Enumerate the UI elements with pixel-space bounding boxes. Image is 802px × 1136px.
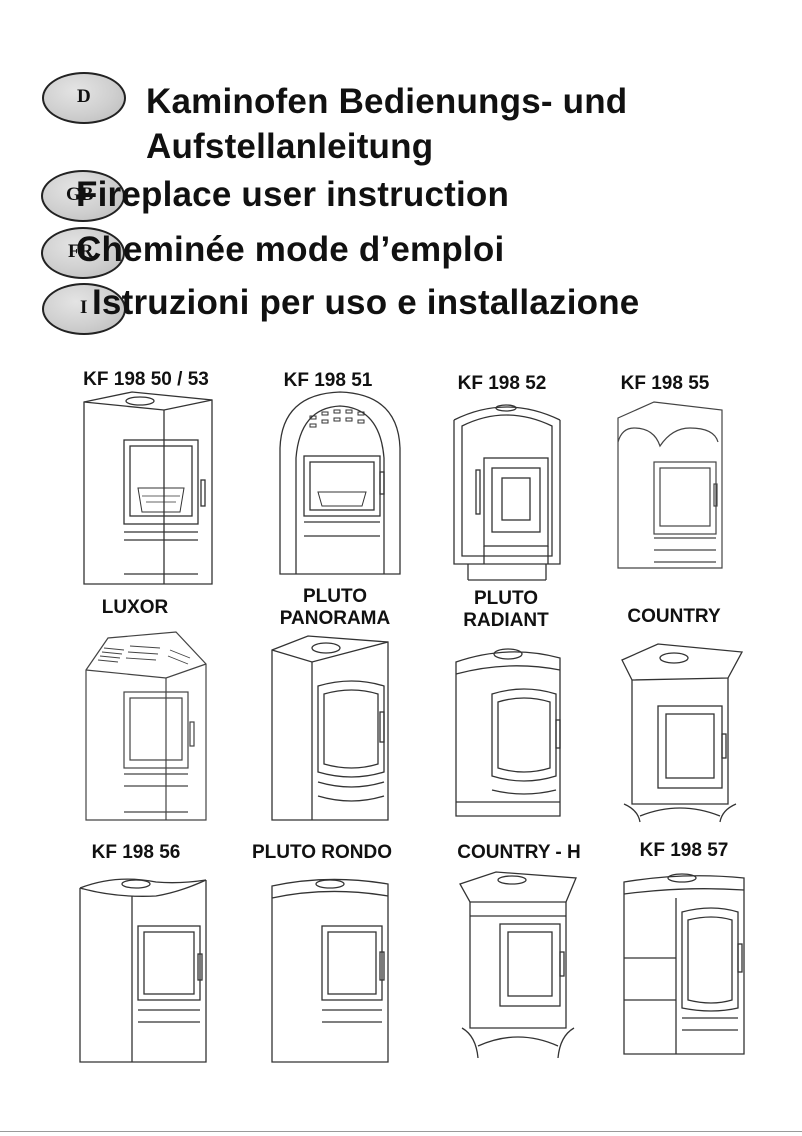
product-label-luxor: LUXOR xyxy=(101,597,169,618)
stove-illustration-kf-198-51 xyxy=(274,388,406,578)
stove-illustration-pluto-panorama xyxy=(268,632,392,824)
language-badge-fr xyxy=(41,227,125,279)
title-english: Fireplace user instruction xyxy=(76,175,510,214)
language-code-gb: GB xyxy=(66,184,94,205)
stove-illustration-pluto-rondo xyxy=(268,872,392,1066)
title-french: Cheminée mode d’emploi xyxy=(76,230,505,269)
stove-illustration-kf-198-50-53 xyxy=(80,388,216,586)
product-label-country: COUNTRY xyxy=(627,606,721,627)
product-label-kf-198-51: KF 198 51 xyxy=(283,370,373,391)
language-code-i: I xyxy=(80,297,88,318)
stove-illustration-kf-198-56 xyxy=(76,870,210,1066)
stove-illustration-country xyxy=(618,640,746,824)
title-italian: Istruzioni per uso e installazione xyxy=(92,283,640,322)
stove-illustration-luxor xyxy=(82,626,212,824)
language-code-d: D xyxy=(77,86,91,107)
product-label-kf-198-50-53: KF 198 50 / 53 xyxy=(83,369,209,390)
product-label-kf-198-55: KF 198 55 xyxy=(620,373,710,394)
stove-illustration-kf-198-52 xyxy=(448,396,566,582)
product-label-kf-198-57: KF 198 57 xyxy=(639,840,729,861)
language-badge-gb xyxy=(41,170,125,222)
language-code-fr: FR xyxy=(68,241,94,262)
title-german-line-2: Aufstellanleitung xyxy=(146,127,434,166)
stove-illustration-kf-198-57 xyxy=(620,868,748,1058)
stove-illustration-kf-198-55 xyxy=(614,398,726,574)
language-badge-d xyxy=(42,72,126,124)
title-german-line-1: Kaminofen Bedienungs- und xyxy=(146,82,628,121)
stove-illustration-pluto-radiant xyxy=(452,640,564,820)
language-badge-i xyxy=(42,283,126,335)
product-label-country-h: COUNTRY - H xyxy=(457,842,581,863)
product-label-pluto-radiant: PLUTO RADIANT xyxy=(463,588,549,631)
product-label-kf-198-52: KF 198 52 xyxy=(457,373,547,394)
product-label-kf-198-56: KF 198 56 xyxy=(91,842,181,863)
page-bottom-rule xyxy=(0,1131,802,1132)
product-label-pluto-panorama: PLUTO PANORAMA xyxy=(279,586,391,629)
product-label-pluto-rondo: PLUTO RONDO xyxy=(251,842,393,863)
stove-illustration-country-h xyxy=(456,868,580,1062)
